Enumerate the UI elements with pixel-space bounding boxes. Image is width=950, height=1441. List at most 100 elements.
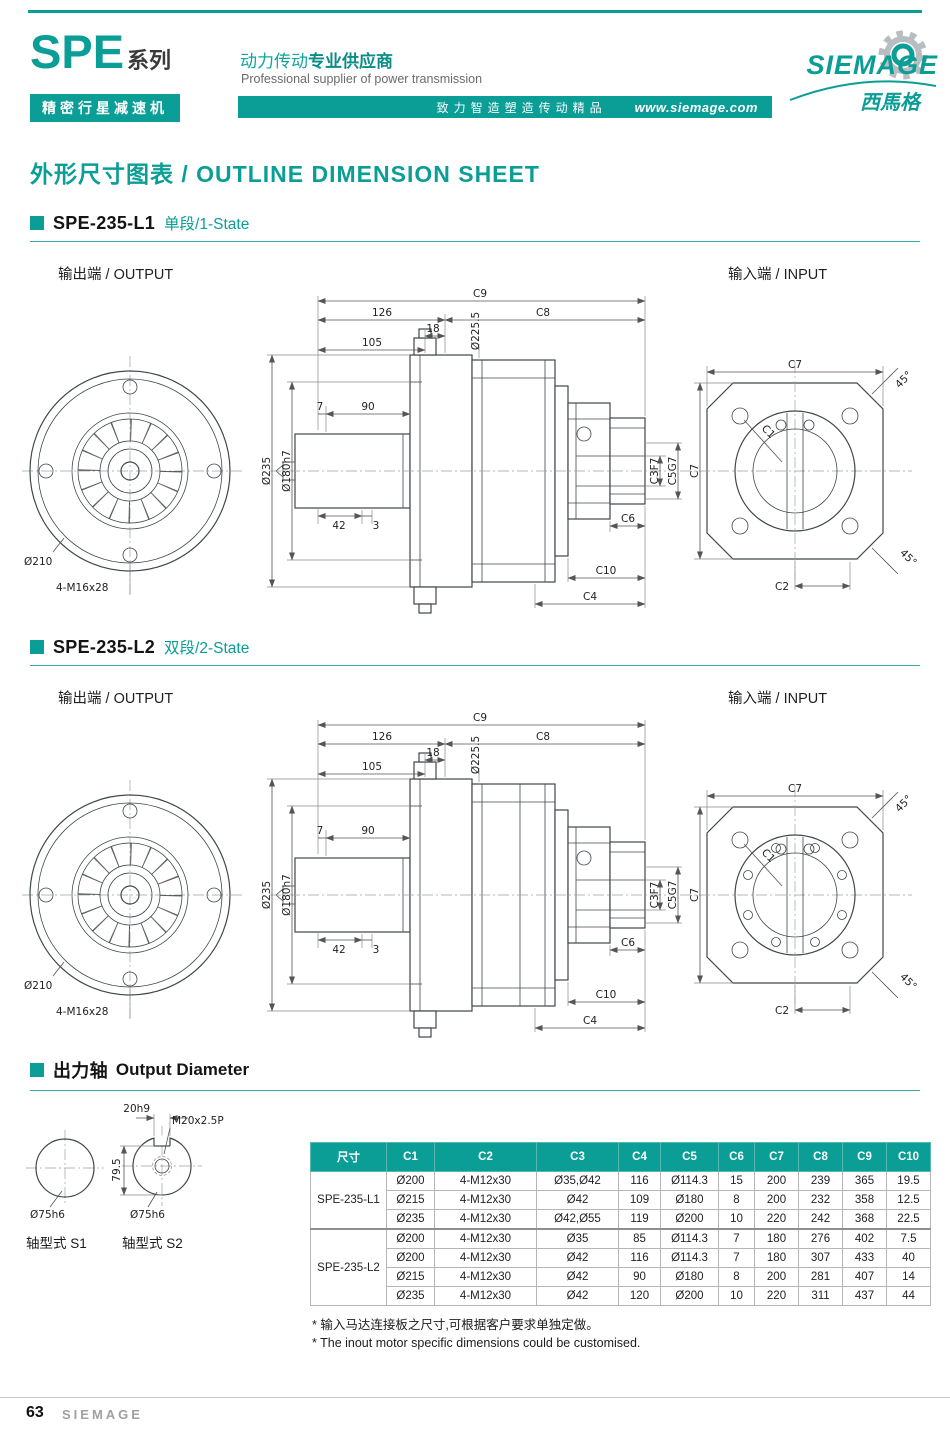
dim-label-20h9: 20h9 — [123, 1103, 150, 1115]
dim-cell: Ø42 — [536, 1190, 619, 1210]
dimension-table-wrap: 尺寸 C1 C2 C3 C4 C5 C6 C7 C8 C9 C10 SPE-23… — [310, 1142, 931, 1306]
dim-cell: 109 — [618, 1190, 661, 1210]
dim-cell: 7 — [718, 1228, 755, 1249]
section-view: C9 126 C8 18 105 Ø225.5 7 90 42 3 Ø235 Ø… — [261, 712, 682, 1038]
shaft-s1-label: 轴型式 S1 — [26, 1236, 87, 1251]
section-state: 单段/1-State — [164, 216, 250, 233]
dim-label-c5g7: C5G7 — [667, 881, 679, 910]
model-cell: SPE-235-L1 — [310, 1171, 387, 1230]
section-header-spe-235-l1: SPE-235-L1 单段/1-State — [30, 212, 920, 242]
dim-cell: 119 — [618, 1209, 661, 1230]
dim-cell: Ø180 — [660, 1267, 719, 1287]
dim-cell: 4-M12x30 — [434, 1171, 537, 1191]
dim-label-42: 42 — [332, 520, 345, 532]
footer-divider — [0, 1397, 950, 1398]
footnotes: * 输入马达连接板之尺寸,可根据客户要求单独定做。 * The inout mo… — [312, 1316, 640, 1352]
dim-label-c8: C8 — [536, 731, 550, 743]
dim-label-d225: Ø225.5 — [470, 736, 482, 774]
logo-wordmark: SIEMAGE — [806, 50, 938, 80]
page-number: 63 — [26, 1404, 44, 1421]
dim-cell: 15 — [718, 1171, 755, 1191]
dim-label-c10: C10 — [596, 565, 617, 577]
dim-label-7: 7 — [317, 401, 324, 413]
dim-cell: 220 — [754, 1209, 799, 1230]
input-flange-view: C7 C7 C1 C2 45° 45° — [680, 783, 919, 1017]
dim-label-c10: C10 — [596, 989, 617, 1001]
dim-label-d210: Ø210 — [24, 556, 52, 568]
dim-cell: Ø180 — [660, 1190, 719, 1210]
table-row: Ø215 4-M12x30 Ø42 90 Ø180 8 200 281 407 … — [311, 1267, 931, 1287]
dim-cell: 180 — [754, 1248, 799, 1268]
dim-label-c3f7: C3F7 — [649, 882, 661, 909]
dim-label-18: 18 — [426, 323, 439, 335]
dim-cell: Ø42 — [536, 1286, 619, 1306]
logo-swoosh — [789, 80, 937, 101]
dim-cell: 40 — [886, 1248, 931, 1268]
section-title-en: Output Diameter — [115, 1060, 250, 1079]
website-link[interactable]: www.siemage.com — [634, 99, 758, 115]
dim-label-45-top: 45° — [893, 793, 915, 815]
dim-label-c6: C6 — [621, 513, 635, 525]
dim-label-7: 7 — [317, 825, 324, 837]
dimension-table: 尺寸 C1 C2 C3 C4 C5 C6 C7 C8 C9 C10 SPE-23… — [310, 1142, 931, 1306]
table-row: Ø235 4-M12x30 Ø42 120 Ø200 10 220 311 43… — [311, 1286, 931, 1306]
dim-label-c3f7: C3F7 — [649, 458, 661, 485]
output-flange-front-view: Ø210 4-M16x28 — [22, 356, 242, 598]
section-header-spe-235-l2: SPE-235-L2 双段/2-State — [30, 636, 920, 666]
dim-cell: 4-M12x30 — [434, 1286, 537, 1306]
dim-cell: 10 — [718, 1286, 755, 1306]
dim-cell: 276 — [798, 1228, 843, 1249]
dim-cell: Ø114.3 — [660, 1228, 719, 1249]
section-header-output-diameter: 出力轴 Output Diameter — [30, 1057, 920, 1091]
dim-cell: 10 — [718, 1209, 755, 1230]
dim-cell: Ø200 — [660, 1286, 719, 1306]
footnote-en: * The inout motor specific dimensions co… — [312, 1336, 641, 1351]
dim-cell: 433 — [842, 1248, 887, 1268]
output-view-label: 输出端 / OUTPUT — [58, 267, 174, 283]
dim-label-105: 105 — [362, 761, 382, 773]
dim-label-79-5: 79.5 — [111, 1158, 123, 1181]
footer-brand: SIEMAGE — [62, 1407, 143, 1422]
dim-cell: 4-M12x30 — [434, 1267, 537, 1287]
section-title-zh: 出力轴 — [53, 1061, 108, 1081]
dim-cell: 281 — [798, 1267, 843, 1287]
dim-cell: 19.5 — [886, 1171, 931, 1191]
slogan-en: Professional supplier of power transmiss… — [241, 72, 483, 86]
table-row: SPE-235-L2 Ø200 4-M12x30 Ø35 85 Ø114.3 7… — [310, 1228, 931, 1306]
dim-label-c9: C9 — [473, 712, 487, 724]
header-bar: 致力智造塑造传动精品 www.siemage.com — [238, 96, 772, 118]
dim-label-c7-left: C7 — [689, 464, 701, 478]
dim-label-18: 18 — [426, 747, 439, 759]
technical-drawing-spe-235-l2: Ø210 4-M16x28 — [22, 712, 919, 1038]
col-header: 尺寸 — [310, 1142, 387, 1172]
col-header: C5 — [660, 1142, 719, 1172]
dim-cell: 307 — [798, 1248, 843, 1268]
brand-name: SPE — [30, 25, 125, 78]
col-header: C6 — [718, 1142, 755, 1172]
dim-label-c9: C9 — [473, 288, 487, 300]
col-header: C7 — [754, 1142, 799, 1172]
dim-label-c5g7: C5G7 — [667, 457, 679, 486]
col-header: C10 — [886, 1142, 931, 1172]
dim-cell: Ø114.3 — [660, 1171, 719, 1191]
dim-cell: 200 — [754, 1190, 799, 1210]
dim-label-3: 3 — [373, 944, 380, 956]
dim-cell: 200 — [754, 1267, 799, 1287]
dim-cell: 4-M12x30 — [434, 1190, 537, 1210]
dim-cell: 358 — [842, 1190, 887, 1210]
col-header: C3 — [536, 1142, 619, 1172]
dim-cell: Ø200 — [386, 1248, 435, 1268]
dim-cell: 4-M12x30 — [434, 1209, 537, 1230]
dim-cell: 242 — [798, 1209, 843, 1230]
col-header: C4 — [618, 1142, 661, 1172]
shaft-s1-view: Ø75h6 轴型式 S1 — [26, 1130, 104, 1251]
input-view-label: 输入端 / INPUT — [728, 267, 828, 283]
brand-subtitle-badge: 精密行星减速机 — [30, 94, 180, 122]
dim-label-c2: C2 — [775, 1005, 789, 1017]
brand-series: 系列 — [127, 48, 172, 73]
dim-cell: 85 — [618, 1228, 661, 1249]
dim-label-d180h7: Ø180h7 — [281, 450, 293, 492]
header-bar-text: 致力智造塑造传动精品 — [436, 100, 607, 115]
slogan-zh: 动力传动专业供应商 — [240, 47, 393, 72]
dim-cell: 368 — [842, 1209, 887, 1230]
